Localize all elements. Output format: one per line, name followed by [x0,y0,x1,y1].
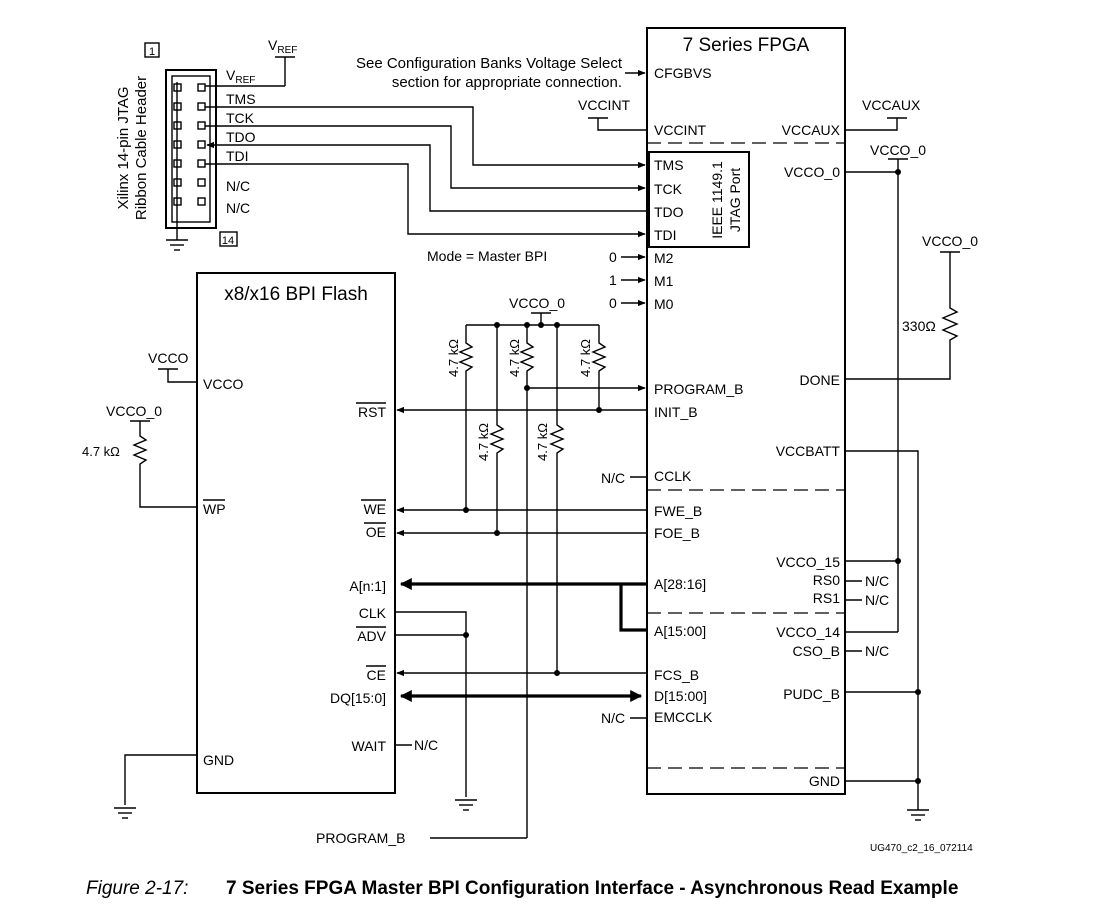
header-sig-tck: TCK [226,110,255,126]
flash-pin-ce: CE [367,667,386,683]
jtag-port-label-1: IEEE 1149.1 [709,161,725,239]
res-r5-label: 4.7 kΩ [535,423,550,461]
supply-vccaux: VCCAUX [862,97,921,113]
m0-value: 0 [609,295,617,311]
pin-vcco-14: VCCO_14 [776,624,840,640]
flash-pin-adv: ADV [357,628,386,644]
figure-id: UG470_c2_16_072114 [870,843,973,854]
pin-done: DONE [800,372,840,388]
pin-cclk: CCLK [654,468,692,484]
pin-d: D[15:00] [654,688,707,704]
header-vref-supply: VREF [268,37,297,56]
program-b-ext-label: PROGRAM_B [316,830,405,846]
supply-vcco-0-done: VCCO_0 [922,233,978,249]
flash-pin-addr: A[n:1] [349,578,386,594]
pin-cfgbvs: CFGBVS [654,65,712,81]
flash-pin-clk: CLK [359,605,387,621]
header-sig-nc1: N/C [226,178,250,194]
address-bus [399,578,647,632]
caption-title: 7 Series FPGA Master BPI Configuration I… [226,878,958,899]
pin-m0: M0 [654,296,674,312]
cfgbvs-note-2: section for appropriate connection. [392,74,622,91]
flash-pin-wait: WAIT [352,738,387,754]
res-r1-label: 4.7 kΩ [446,339,461,377]
fpga-block: 7 Series FPGA IEEE 1149.1 JTAG Port CFGB… [646,27,846,795]
pin-emcclk: EMCCLK [654,709,713,725]
pin-tdi: TDI [654,227,677,243]
pin-fwe-b: FWE_B [654,503,702,519]
pin-m2: M2 [654,250,674,266]
pin-vcco-15: VCCO_15 [776,554,840,570]
pin-vcco-0: VCCO_0 [784,164,840,180]
pin-pudc-b: PUDC_B [783,686,840,702]
mode-label: Mode = Master BPI [427,248,547,264]
m1-value: 1 [609,272,617,288]
pin-fcs-b: FCS_B [654,667,699,683]
supply-vccint: VCCINT [578,97,631,113]
pin-m1: M1 [654,273,674,289]
pin-init-b: INIT_B [654,404,698,420]
header-vref: VREF [226,67,255,86]
header-pins-right [197,83,206,206]
flash-pin-dq: DQ[15:0] [330,690,386,706]
rs1-nc: N/C [865,592,889,608]
supply-vcco-flash: VCCO [148,350,189,366]
flash-pin-rst: RST [358,404,386,420]
flash-pin-we: WE [363,501,386,517]
pin-tms: TMS [654,157,684,173]
cfgbvs-note-1: See Configuration Banks Voltage Select [356,55,623,72]
flash-block: x8/x16 BPI Flash VCCO WP GND RST WE OE A… [196,272,396,794]
pin-foe-b: FOE_B [654,525,700,541]
header-sig-tdi: TDI [226,148,249,164]
pin-rs0: RS0 [813,572,840,588]
jtag-header: 1 14 Xilinx 14-pin JTAG Ribbon Cable Hea… [115,37,297,251]
pin-rs1: RS1 [813,590,840,606]
pin-tdo: TDO [654,204,684,220]
res-r4-label: 4.7 kΩ [476,423,491,461]
pin-vccbatt: VCCBATT [776,443,841,459]
header-sig-tms: TMS [226,91,256,107]
wait-nc: N/C [414,737,438,753]
emcclk-nc: N/C [601,710,625,726]
header-pins-left [173,83,182,206]
cclk-nc: N/C [601,470,625,486]
res-r2-label: 4.7 kΩ [507,339,522,377]
header-pin-14-label: 14 [222,235,234,247]
flash-pin-oe: OE [366,524,386,540]
jtag-port-box [648,151,750,248]
flash-title: x8/x16 BPI Flash [224,284,368,305]
caption-prefix: Figure 2-17: [86,878,188,899]
header-title-2: Ribbon Cable Header [133,76,150,220]
rs0-nc: N/C [865,573,889,589]
pin-tck: TCK [654,181,683,197]
pin-a-hi: A[28:16] [654,576,706,592]
flash-pin-vcco: VCCO [203,376,244,392]
res-done-label: 330Ω [902,318,936,334]
pin-program-b: PROGRAM_B [654,381,743,397]
header-pin-1-label: 1 [149,46,155,58]
header-sig-tdo: TDO [226,129,256,145]
header-sig-nc2: N/C [226,200,250,216]
pin-cso-b: CSO_B [793,643,840,659]
fpga-title: 7 Series FPGA [683,35,810,56]
pin-gnd: GND [809,773,840,789]
res-wp-label: 4.7 kΩ [82,444,120,459]
pin-a-lo: A[15:00] [654,623,706,639]
pin-vccaux: VCCAUX [782,122,841,138]
jtag-port-label-2: JTAG Port [727,168,743,232]
flash-pin-gnd: GND [203,752,234,768]
flash-pin-wp: WP [203,501,226,517]
supply-vcco-0-bank: VCCO_0 [870,142,926,158]
jtag-wires [205,106,647,238]
res-r3-label: 4.7 kΩ [578,339,593,377]
cso-nc: N/C [865,643,889,659]
supply-vcco-0-pullups: VCCO_0 [509,295,565,311]
supply-vcco-0-wp: VCCO_0 [106,403,162,419]
pin-vccint: VCCINT [654,122,707,138]
m2-value: 0 [609,249,617,265]
header-title-1: Xilinx 14-pin JTAG [115,86,132,209]
